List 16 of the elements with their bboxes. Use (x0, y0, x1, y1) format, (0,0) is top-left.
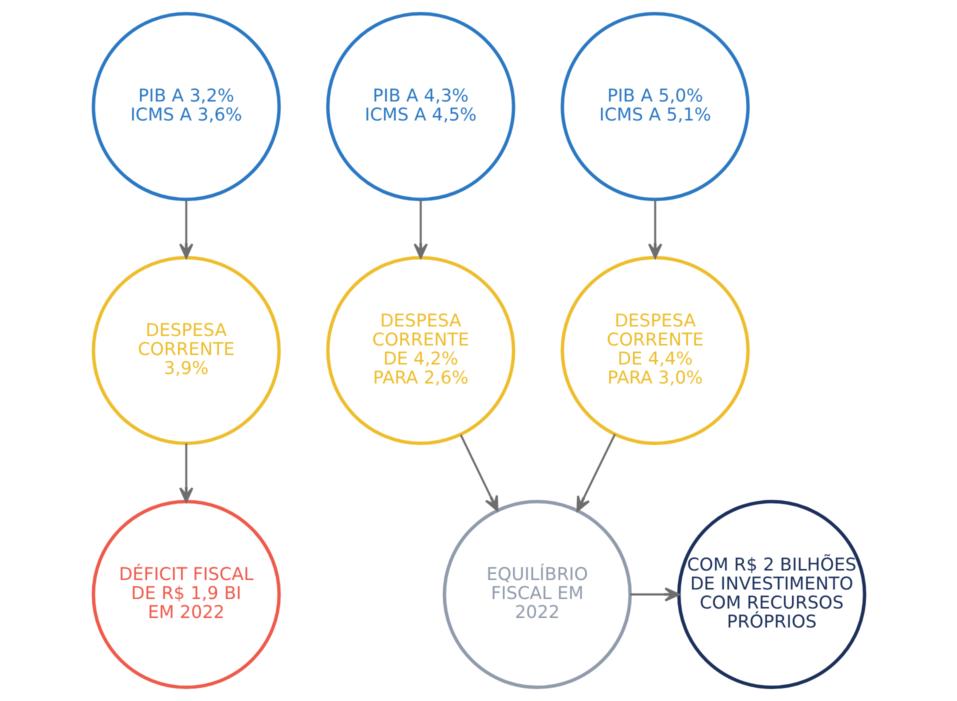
node-circle: PIB A 4,3% ICMS A 4,5% (326, 12, 515, 202)
arrow (178, 443, 193, 503)
node-circle: PIB A 3,2% ICMS A 3,6% (91, 12, 280, 202)
arrow (576, 434, 616, 512)
node-circle: DESPESA CORRENTE DE 4,4% PARA 3,0% (560, 256, 750, 446)
arrow (459, 434, 498, 512)
node-circle: DESPESA CORRENTE 3,9% (91, 256, 280, 446)
node-circle: COM R$ 2 BILHÕES DE INVESTIMENTO COM RECURSOS PRÓPRIOS (676, 500, 866, 689)
node-circle: PIB A 5,0% ICMS A 5,1% (560, 12, 750, 202)
node-circle: EQUILÍBRIO FISCAL EM 2022 (442, 500, 632, 689)
node-circle: DÉFICIT FISCAL DE R$ 1,9 BI EM 2022 (91, 500, 280, 689)
arrow (630, 587, 680, 602)
arrow (648, 199, 662, 259)
arrow (178, 199, 193, 259)
node-circle: DESPESA CORRENTE DE 4,2% PARA 2,6% (326, 256, 515, 446)
arrow (413, 199, 428, 259)
